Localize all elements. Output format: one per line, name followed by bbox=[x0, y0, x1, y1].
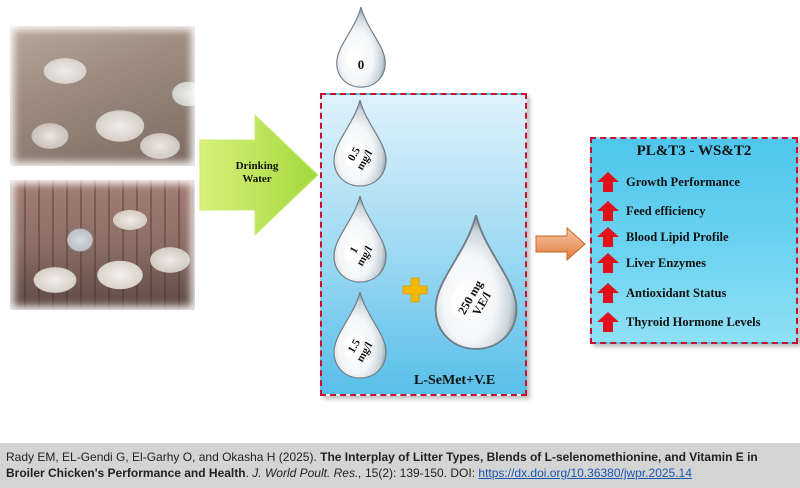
result-item: Blood Lipid Profile bbox=[596, 226, 729, 248]
plus-icon bbox=[402, 277, 428, 303]
citation-title: The Interplay of Litter Types, Blends of… bbox=[6, 450, 758, 480]
drop-0-label: 0 bbox=[357, 57, 365, 72]
result-item: Growth Performance bbox=[596, 171, 740, 193]
citation-authors: Rady EM, EL-Gendi G, El-Garhy O, and Oka… bbox=[6, 450, 317, 464]
broiler-photo-top bbox=[10, 26, 195, 166]
drinking-water-label: Drinking Water bbox=[235, 160, 279, 185]
up-arrow-icon bbox=[597, 312, 619, 332]
result-item: Feed efficiency bbox=[596, 200, 705, 222]
up-arrow-icon bbox=[597, 283, 619, 303]
result-item: Thyroid Hormone Levels bbox=[596, 311, 761, 333]
result-item: Antioxidant Status bbox=[596, 282, 726, 304]
broiler-photo-bottom bbox=[10, 180, 195, 310]
up-arrow-icon bbox=[597, 227, 619, 247]
results-box bbox=[590, 137, 798, 344]
citation-volume: 15(2): 139-150. DOI: bbox=[365, 466, 476, 480]
treatment-box-label: L-SeMet+V.E bbox=[414, 373, 496, 388]
result-arrow bbox=[535, 226, 586, 262]
citation-doi-link[interactable]: https://dx.doi.org/10.36380/jwpr.2025.14 bbox=[478, 466, 692, 480]
results-title: PL&T3 - WS&T2 bbox=[636, 143, 752, 159]
drop-0 bbox=[336, 6, 386, 88]
result-item: Liver Enzymes bbox=[596, 252, 706, 274]
drinking-water-arrow bbox=[199, 113, 319, 237]
citation-footer: Rady EM, EL-Gendi G, El-Garhy O, and Oka… bbox=[0, 443, 800, 488]
up-arrow-icon bbox=[597, 253, 619, 273]
up-arrow-icon bbox=[597, 201, 619, 221]
up-arrow-icon bbox=[597, 172, 619, 192]
citation-journal: J. World Poult. Res., bbox=[252, 466, 362, 480]
